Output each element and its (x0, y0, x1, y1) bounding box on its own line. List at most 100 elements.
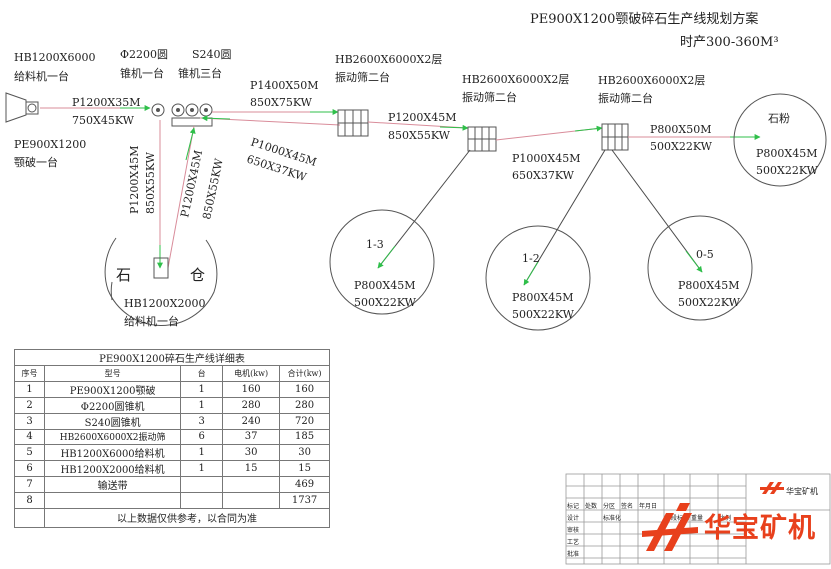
conveyor-c2-spec: P1400X50M (250, 79, 319, 92)
table-cell: 280 (279, 396, 330, 414)
table-cell: 1 (13, 380, 46, 398)
title-block-cell-mark: 标记 (567, 502, 579, 510)
table-cell: 1 (180, 380, 224, 398)
capacity-title: 时产300-360M³ (680, 35, 779, 50)
product-0-5-power: 500X22KW (678, 296, 741, 309)
flow-arrow-c4 (439, 124, 469, 131)
table-cell: HB1200X6000给料机 (44, 444, 182, 461)
product-1-2-label: 1-2 (522, 252, 540, 265)
table-cell: 5 (13, 444, 46, 461)
table-cell: PE900X1200颚破 (44, 380, 182, 398)
product-1-2-spec: P800X45M (512, 291, 574, 304)
table-row: 7 输送带 469 (13, 476, 330, 493)
title-block-cell-weight: 重量 (691, 514, 703, 522)
vibrating-screen-3-icon (601, 123, 629, 151)
conveyor-c2-power: 850X75KW (250, 96, 313, 109)
conveyor-c5-power: 650X37KW (512, 169, 575, 182)
small-logo-text: 华宝矿机 (786, 486, 818, 496)
feeder-bottom-icon (153, 257, 169, 279)
table-cell: S240圆锥机 (44, 412, 182, 430)
table-cell: 1 (180, 396, 224, 414)
table-cell: 15 (222, 460, 281, 477)
table-cell: 160 (222, 380, 281, 398)
screen-1-desc: 振动筛二台 (335, 70, 390, 84)
product-1-3-power: 500X22KW (354, 296, 417, 309)
brand-logo-text: 华宝矿机 (704, 512, 816, 544)
table-cell (222, 492, 281, 509)
conveyor-v1-spec: P1200X45M (128, 146, 141, 215)
product-1-2-power: 500X22KW (512, 308, 575, 321)
table-cell: 4 (13, 428, 46, 445)
feeder-bottom-model: HB1200X2000 (124, 297, 206, 310)
title-block-cell-review: 审核 (567, 526, 579, 534)
screen-3-model: HB2600X6000X2层 (598, 74, 705, 87)
table-header-row: 序号 型号 台 电机(kw) 合计(kw) (13, 365, 330, 382)
table-cell: 2 (13, 396, 46, 414)
flow-arrow-1-2 (523, 261, 539, 286)
table-cell: 1 (180, 460, 224, 477)
conveyor-c1-power: 750X45KW (72, 114, 135, 127)
title-block-cell-count: 处数 (585, 502, 597, 510)
feeder-bottom-desc: 给料机一台 (124, 314, 179, 328)
screen-2-desc: 振动筛二台 (462, 90, 517, 104)
vibrating-screen-2-icon (467, 126, 497, 152)
product-stone-powder-label: 石粉 (768, 112, 790, 125)
cone-2200-model: Φ2200圆 (120, 48, 168, 61)
title-block-cell-standard: 标准化 (603, 514, 621, 522)
table-footer-blank (13, 507, 46, 528)
screen-2-model: HB2600X6000X2层 (462, 73, 569, 86)
table-row: 1 PE900X1200颚破 1 160 160 (13, 380, 330, 398)
title-block-cell-design: 设计 (567, 514, 579, 522)
table-row: 5 HB1200X6000给料机 1 30 30 (13, 444, 330, 461)
conveyor-c4-spec: P1200X45M (388, 111, 457, 124)
table-cell: 6 (13, 460, 46, 477)
conveyor-line-v2 (167, 125, 195, 269)
table-cell: 7 (13, 476, 46, 493)
stockpile-arc-left (110, 281, 113, 301)
stockpile-outline (104, 237, 218, 326)
product-1-3-label: 1-3 (366, 238, 384, 251)
stockpile-char-2: 仓 (190, 266, 205, 284)
title-block-grid (565, 473, 831, 565)
table-header-model: 型号 (44, 365, 182, 382)
table-cell: 240 (222, 412, 281, 430)
table-header-motor: 电机(kw) (222, 365, 281, 382)
flow-arrow-v2 (185, 127, 196, 161)
product-0-5-spec: P800X45M (678, 279, 740, 292)
table-cell: 15 (279, 460, 330, 477)
cone-s240-model: S240圆 (192, 48, 232, 61)
brand-logo-mark-icon (642, 503, 698, 551)
conveyor-v1-power: 850X55KW (144, 151, 157, 214)
vibrating-screen-1-icon (337, 109, 369, 137)
table-cell: 6 (180, 428, 224, 445)
table-cell (180, 492, 224, 509)
conveyor-c6-power: 500X22KW (650, 140, 713, 153)
title-block-cell-scale: 比例 (719, 514, 731, 522)
table-row: 2 Φ2200圆锥机 1 280 280 (13, 396, 330, 414)
title-block-cell-process: 工艺 (567, 538, 579, 546)
feeder-top-desc: 给料机一台 (14, 69, 69, 83)
brand-logo: 华宝矿机 (640, 492, 816, 558)
table-row: 3 S240圆锥机 3 240 720 (13, 412, 330, 430)
table-header-qty: 台 (180, 365, 224, 382)
product-stone-powder-power: 500X22KW (756, 164, 819, 177)
table-row: 6 HB1200X2000给料机 1 15 15 (13, 460, 330, 477)
product-1-3-spec: P800X45M (354, 279, 416, 292)
product-0-5-label: 0-5 (696, 248, 714, 261)
product-pile-1-3 (329, 209, 435, 315)
table-cell: 30 (222, 444, 281, 461)
table-row: 4 HB2600X6000X2振动筛 6 37 185 (13, 428, 330, 445)
flow-arrow-c5 (574, 125, 603, 132)
cone-2200-desc: 锥机一台 (120, 66, 164, 80)
title-block-cell-sign: 签名 (621, 502, 633, 510)
plan-title: PE900X1200颚破碎石生产线规划方案 (530, 11, 758, 27)
flow-arrow-0-5 (685, 250, 703, 273)
product-stone-powder-spec: P800X45M (756, 147, 818, 160)
title-block-cell-zone: 分区 (603, 502, 615, 510)
product-pile-1-2 (485, 225, 591, 331)
jaw-desc: 颚破一台 (14, 155, 58, 169)
conveyor-c6-spec: P800X50M (650, 123, 712, 136)
conveyor-c5-spec: P1000X45M (512, 152, 581, 165)
